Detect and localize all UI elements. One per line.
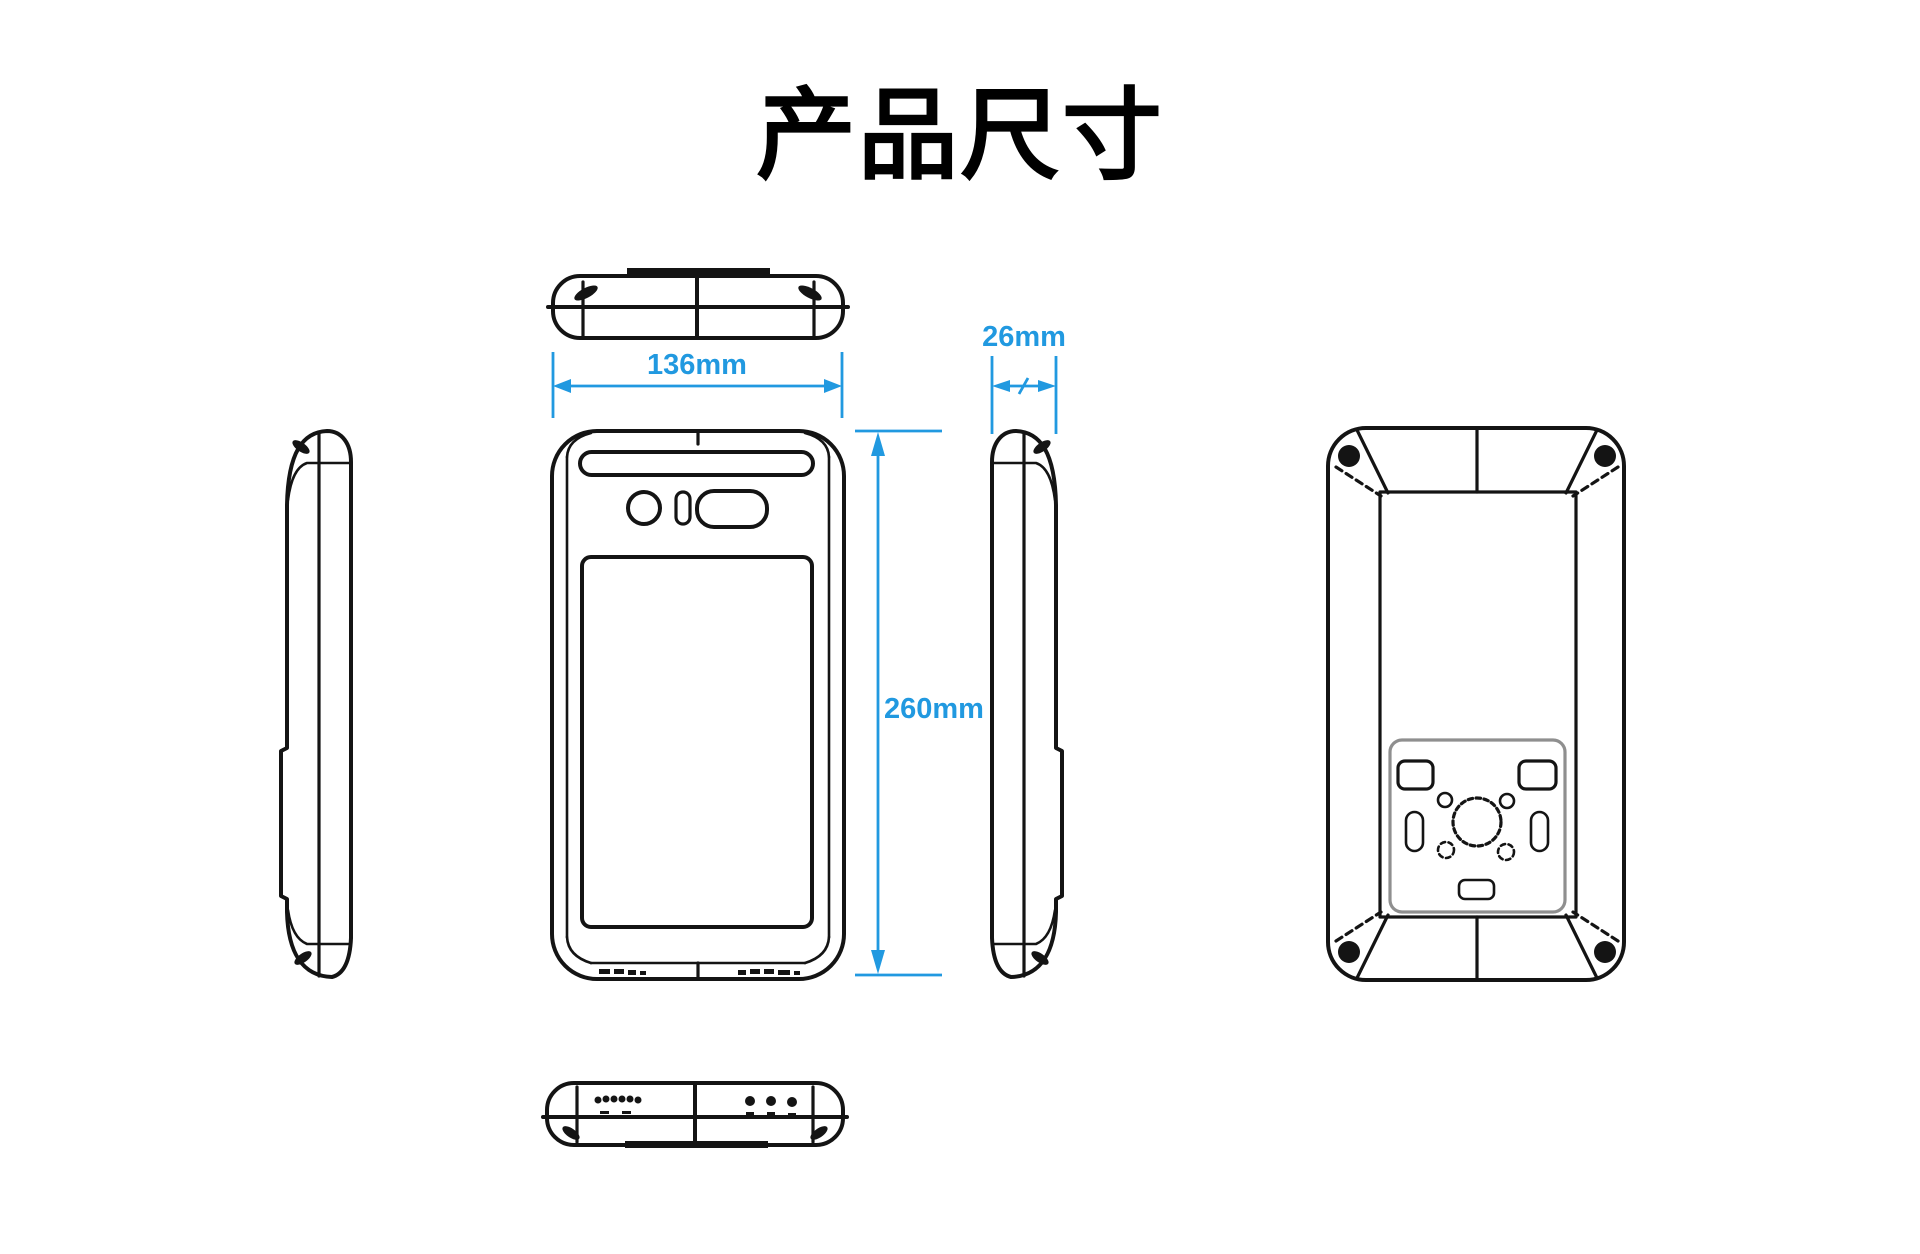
bottom-mount-bar <box>625 1141 768 1148</box>
screw <box>1338 445 1360 467</box>
arrow-right-icon <box>824 379 842 393</box>
mounting-plate <box>1388 738 1567 914</box>
screw <box>1338 941 1360 963</box>
back-outline <box>1326 426 1626 982</box>
cable-hole <box>1451 796 1503 848</box>
screw <box>1594 445 1616 467</box>
side-corner-detail <box>294 951 312 965</box>
bottom-corner-detail <box>562 1126 580 1140</box>
top-corner-detail <box>798 285 822 301</box>
depth-dimension-label: 26mm <box>982 321 1066 353</box>
height-dimension-label: 260mm <box>884 693 984 725</box>
page-title: 产品尺寸 <box>756 80 1164 192</box>
speaker-holes <box>594 1095 642 1114</box>
arrow-down-icon <box>871 950 885 974</box>
right-side-outline <box>990 429 1064 979</box>
top-corner-detail <box>574 285 598 301</box>
screw-hole <box>1436 840 1456 860</box>
fill-light <box>674 490 692 526</box>
arrow-right-icon <box>1038 380 1056 392</box>
side-corner-detail <box>1031 951 1049 965</box>
side-corner-detail <box>292 440 310 454</box>
arrow-left-icon <box>553 379 571 393</box>
side-corner-detail <box>1033 440 1051 454</box>
dimension-break-mark <box>1017 377 1030 395</box>
screw-hole <box>1436 791 1454 809</box>
width-dimension: 136mm <box>551 349 844 418</box>
bottom-speaker-marks <box>599 969 800 975</box>
left-side-view <box>279 429 353 979</box>
mounting-plate-outline <box>1388 738 1567 914</box>
port-holes <box>745 1096 797 1116</box>
mount-slot <box>1396 759 1435 791</box>
depth-dimension: 26mm <box>982 321 1066 434</box>
bottom-corner-detail <box>810 1126 828 1140</box>
front-view <box>550 429 846 981</box>
bottom-view <box>541 1081 849 1148</box>
sensor-window <box>578 450 815 477</box>
back-panel <box>1378 490 1578 919</box>
left-side-outline <box>279 429 353 979</box>
camera-lens <box>626 490 662 526</box>
dual-camera-window <box>695 489 769 529</box>
width-dimension-label: 136mm <box>647 349 747 381</box>
screw-hole <box>1498 792 1516 810</box>
mount-slot <box>1457 878 1496 901</box>
screw-hole <box>1496 842 1516 862</box>
top-view <box>546 268 850 340</box>
mount-oval-slot <box>1529 810 1550 853</box>
right-side-view <box>990 429 1064 979</box>
display-screen <box>580 555 814 929</box>
back-view <box>1326 426 1626 982</box>
mount-slot <box>1517 759 1558 791</box>
height-dimension: 260mm <box>855 429 984 977</box>
top-mount-bar <box>627 268 770 275</box>
mount-oval-slot <box>1404 810 1425 853</box>
arrow-up-icon <box>871 432 885 456</box>
arrow-left-icon <box>992 380 1010 392</box>
screw <box>1594 941 1616 963</box>
